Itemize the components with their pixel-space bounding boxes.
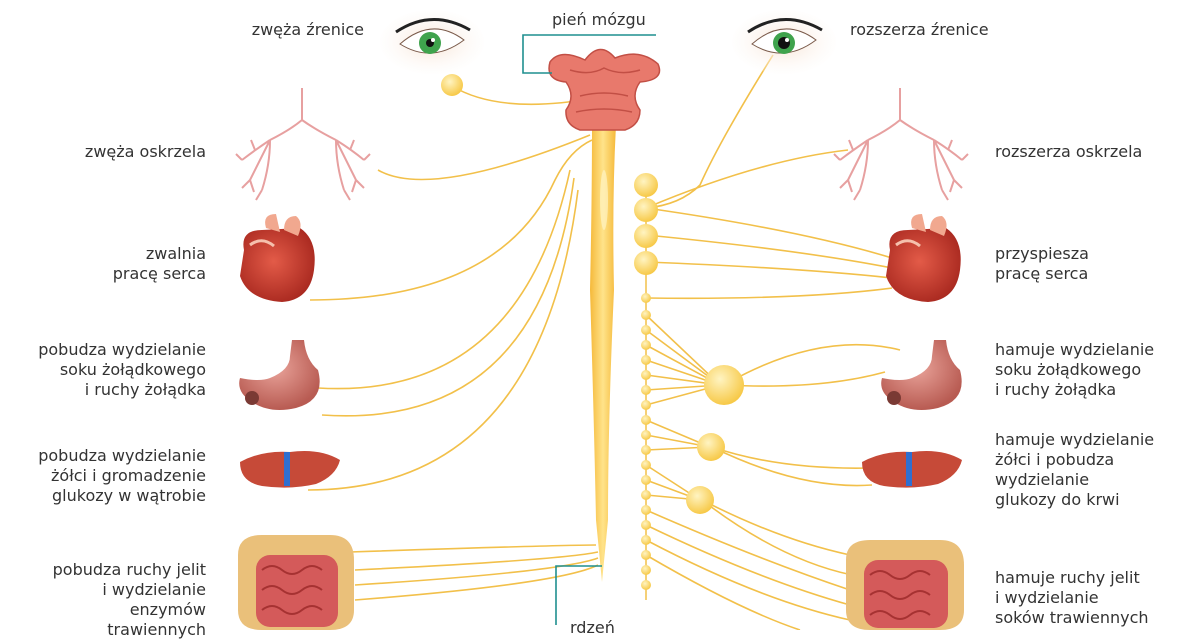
right-liver bbox=[862, 451, 962, 488]
celiac-ganglion bbox=[704, 365, 744, 405]
right-intestine-label: hamuje ruchy jelit i wydzielanie soków t… bbox=[995, 568, 1149, 627]
leader-lines bbox=[522, 34, 656, 625]
ganglion-chain bbox=[441, 74, 744, 600]
right-liver-label: hamuje wydzielanie żółci i pobudza wydzi… bbox=[995, 430, 1155, 509]
right-stomach bbox=[881, 340, 962, 410]
left-intestine bbox=[238, 535, 354, 630]
left-eye bbox=[380, 10, 484, 74]
superior-mesenteric-ganglion bbox=[697, 433, 725, 461]
brain-stem bbox=[548, 48, 661, 131]
left-lungs bbox=[235, 88, 371, 201]
left-nerves bbox=[307, 85, 599, 601]
brain-stem-label: pień mózgu bbox=[552, 10, 646, 29]
right-lungs-label: rozszerza oskrzela bbox=[995, 142, 1143, 161]
left-intestine-label: pobudza ruchy jelit i wydzielanie enzymó… bbox=[52, 560, 206, 639]
right-stomach-label: hamuje wydzielanie soku żołądkowego i ru… bbox=[995, 340, 1155, 399]
spinal-cord bbox=[590, 125, 616, 582]
right-lungs bbox=[833, 88, 969, 201]
left-stomach bbox=[239, 340, 320, 410]
left-heart-label: zwalnia pracę serca bbox=[112, 244, 206, 283]
right-eye bbox=[732, 10, 836, 74]
left-liver bbox=[240, 451, 340, 488]
left-lungs-label: zwęża oskrzela bbox=[84, 142, 206, 161]
right-eye-label: rozszerza źrenice bbox=[850, 20, 989, 39]
left-eye-label: zwęża źrenice bbox=[251, 20, 364, 39]
ciliary-ganglion bbox=[441, 74, 463, 96]
left-heart bbox=[240, 214, 315, 302]
left-liver-label: pobudza wydzielanie żółci i gromadzenie … bbox=[38, 446, 206, 505]
inferior-mesenteric-ganglion bbox=[686, 486, 714, 514]
left-stomach-label: pobudza wydzielanie soku żołądkowego i r… bbox=[38, 340, 206, 399]
spinal-cord-label: rdzeń bbox=[570, 618, 615, 637]
right-heart-label: przyspiesza pracę serca bbox=[995, 244, 1089, 283]
right-heart bbox=[886, 214, 961, 302]
right-intestine bbox=[846, 540, 964, 630]
